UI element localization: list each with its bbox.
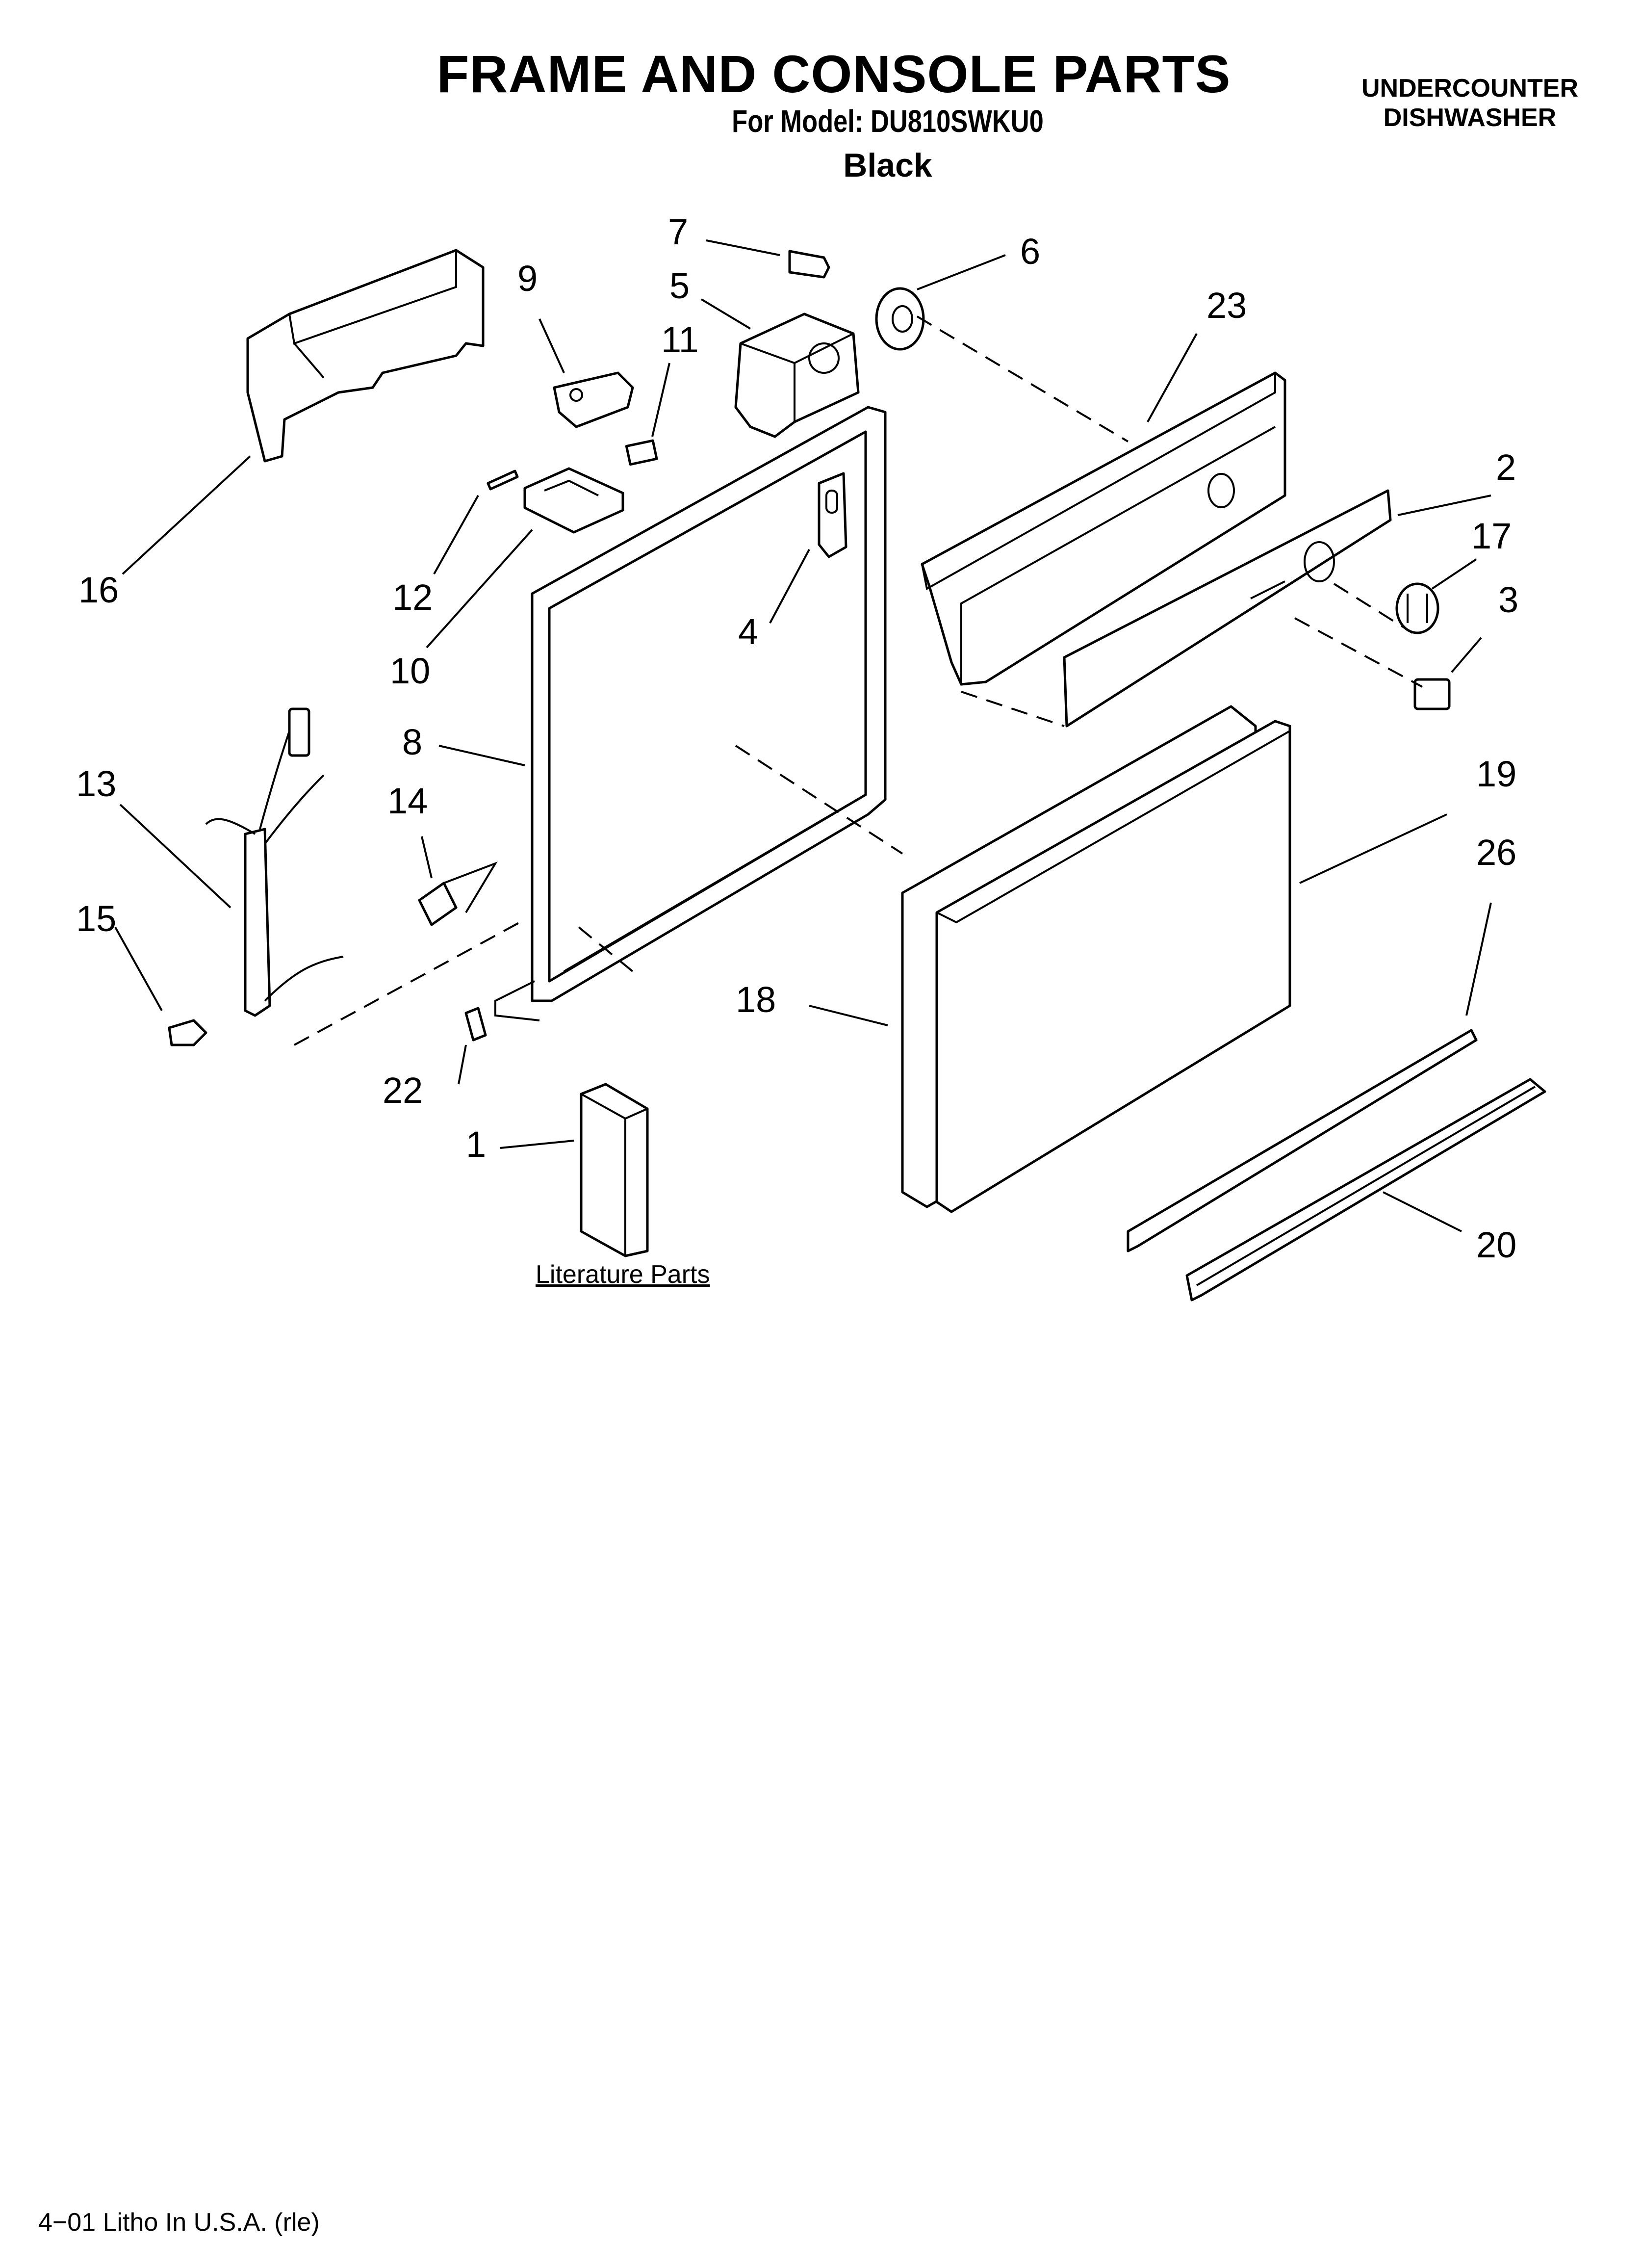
- part-1-literature: [580, 1083, 649, 1257]
- callout-12: 12: [392, 577, 433, 618]
- callout-26: 26: [1476, 832, 1517, 873]
- literature-parts-label: Literature Parts: [536, 1260, 710, 1289]
- part-16-shroud: [246, 249, 485, 463]
- callout-15: 15: [76, 898, 117, 939]
- callout-14: 14: [387, 781, 428, 821]
- callout-7: 7: [668, 211, 689, 252]
- part-8-frame: [494, 406, 887, 1021]
- part-20-toe-strip: [1185, 1078, 1546, 1302]
- part-15-screw: [168, 1019, 207, 1046]
- assembly-lines: [294, 315, 1423, 1046]
- product-type-line-1: UNDERCOUNTER: [1361, 74, 1578, 103]
- model-number: For Model: DU810SWKU0: [732, 104, 1044, 139]
- callout-19: 19: [1476, 754, 1517, 794]
- callout-8: 8: [402, 722, 423, 762]
- part-17-knob: [1395, 582, 1439, 634]
- part-23-console: [921, 371, 1286, 686]
- part-3-switch-button: [1413, 678, 1451, 710]
- product-type: UNDERCOUNTER DISHWASHER: [1361, 74, 1578, 132]
- callout-17: 17: [1471, 516, 1512, 556]
- product-type-line-2: DISHWASHER: [1383, 104, 1557, 132]
- part-22-clip: [464, 1007, 487, 1042]
- part-11-connector: [625, 439, 658, 466]
- color-variant: Black: [843, 147, 932, 184]
- callout-20: 20: [1476, 1225, 1517, 1265]
- part-4-latch: [818, 472, 847, 558]
- part-13-wire-harness: [205, 707, 344, 1017]
- footer-print-info: 4−01 Litho In U.S.A. (rle): [38, 2208, 320, 2237]
- callout-1: 1: [466, 1124, 487, 1165]
- part-5-timer: [734, 313, 860, 438]
- part-26-trim-strip: [1127, 1029, 1478, 1252]
- callout-11: 11: [661, 319, 699, 360]
- part-7-screw: [788, 250, 830, 279]
- callout-10: 10: [390, 651, 431, 691]
- callout-3: 3: [1498, 579, 1519, 620]
- callout-6: 6: [1020, 231, 1041, 272]
- callout-4: 4: [738, 611, 759, 652]
- part-10-bracket: [523, 467, 624, 534]
- callout-9: 9: [517, 258, 538, 299]
- callout-16: 16: [78, 570, 119, 610]
- callout-22: 22: [383, 1070, 423, 1111]
- part-12-pin: [487, 469, 519, 491]
- part-19-outer-panel: [935, 720, 1291, 1213]
- part-9-switch: [553, 371, 634, 428]
- page-title: FRAME AND CONSOLE PARTS: [436, 44, 1231, 104]
- leader-lines: [114, 239, 1492, 1232]
- part-2-overlay: [1063, 489, 1392, 728]
- callout-18: 18: [736, 979, 776, 1020]
- callout-13: 13: [76, 763, 117, 804]
- callout-23: 23: [1206, 285, 1247, 326]
- part-14-sensor: [418, 861, 498, 926]
- callout-5: 5: [669, 265, 690, 306]
- part-6-knob: [875, 287, 925, 351]
- callout-2: 2: [1496, 447, 1516, 488]
